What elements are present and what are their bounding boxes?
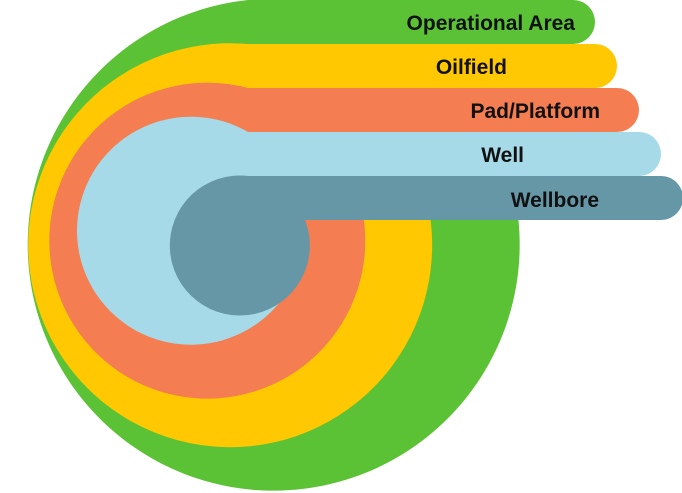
level-wellbore bbox=[169, 175, 682, 316]
level-label-pad-platform: Pad/Platform bbox=[470, 100, 600, 123]
level-wellbore-shape bbox=[169, 175, 682, 316]
level-label-oilfield: Oilfield bbox=[436, 56, 507, 79]
level-label-wellbore: Wellbore bbox=[511, 189, 599, 212]
level-label-well: Well bbox=[481, 144, 524, 167]
level-label-operational-area: Operational Area bbox=[407, 12, 576, 35]
